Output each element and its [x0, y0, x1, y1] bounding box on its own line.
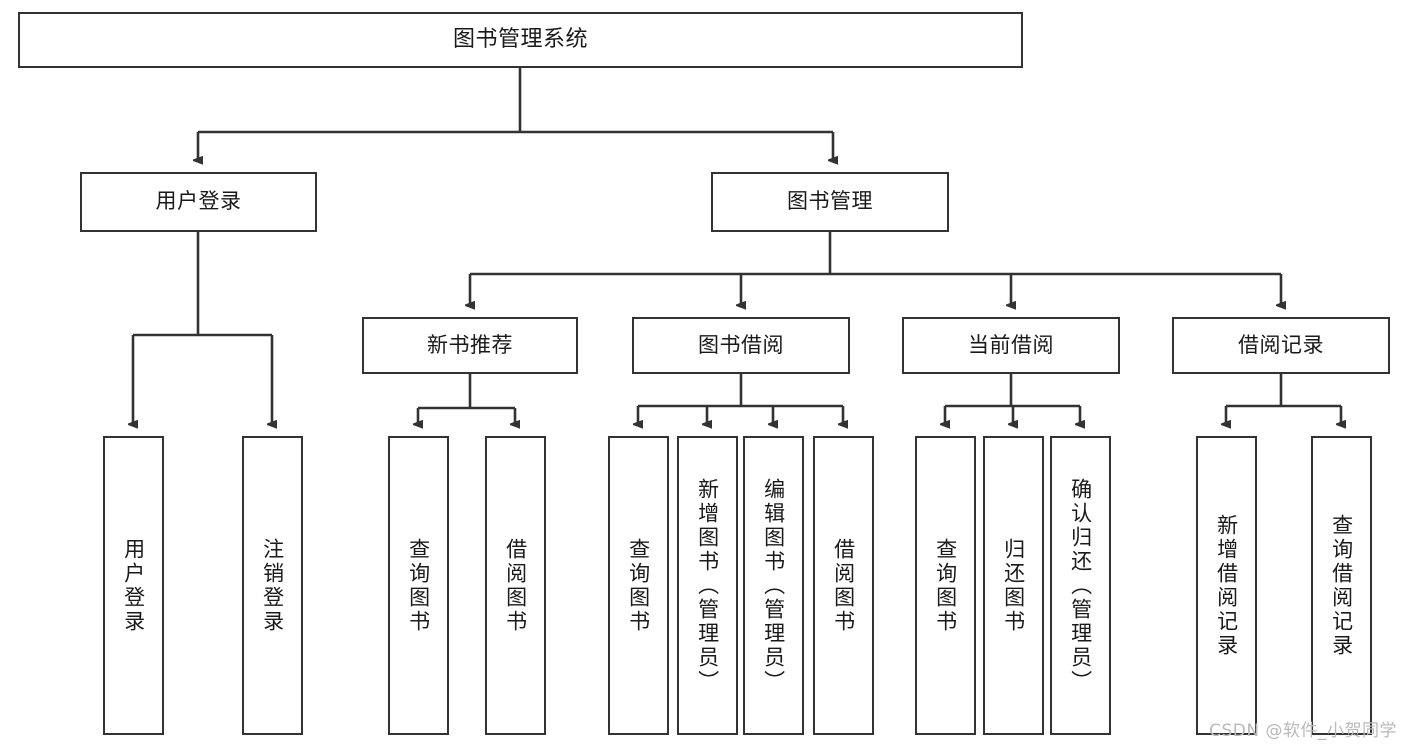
- leaf-logout[interactable]: 注销登录: [242, 436, 303, 735]
- csdn-watermark: CSDN @软件_小贺同学: [1209, 721, 1397, 741]
- leaf-add-borrow-record[interactable]: 新增借阅记录: [1196, 436, 1257, 735]
- node-current-borrow[interactable]: 当前借阅: [902, 317, 1120, 374]
- node-book-management[interactable]: 图书管理: [711, 172, 949, 232]
- leaf-borrow-book[interactable]: 借阅图书: [813, 436, 874, 735]
- leaf-query-book-current[interactable]: 查询图书: [915, 436, 976, 735]
- leaf-query-book-borrow[interactable]: 查询图书: [608, 436, 669, 735]
- leaf-query-borrow-record[interactable]: 查询借阅记录: [1311, 436, 1372, 735]
- leaf-edit-book-admin[interactable]: 编辑图书（管理员）: [743, 436, 804, 735]
- node-root-system[interactable]: 图书管理系统: [18, 12, 1023, 68]
- leaf-add-book-admin[interactable]: 新增图书（管理员）: [677, 436, 738, 735]
- node-book-borrow[interactable]: 图书借阅: [632, 317, 850, 374]
- node-new-book-recommend[interactable]: 新书推荐: [362, 317, 578, 374]
- leaf-borrow-book-newbook[interactable]: 借阅图书: [485, 436, 546, 735]
- node-user-login[interactable]: 用户登录: [80, 172, 317, 232]
- leaf-return-book[interactable]: 归还图书: [983, 436, 1044, 735]
- leaf-confirm-return-admin[interactable]: 确认归还（管理员）: [1050, 436, 1111, 735]
- node-borrow-record[interactable]: 借阅记录: [1172, 317, 1390, 374]
- leaf-query-book-newbook[interactable]: 查询图书: [388, 436, 449, 735]
- leaf-user-login[interactable]: 用户登录: [103, 436, 164, 735]
